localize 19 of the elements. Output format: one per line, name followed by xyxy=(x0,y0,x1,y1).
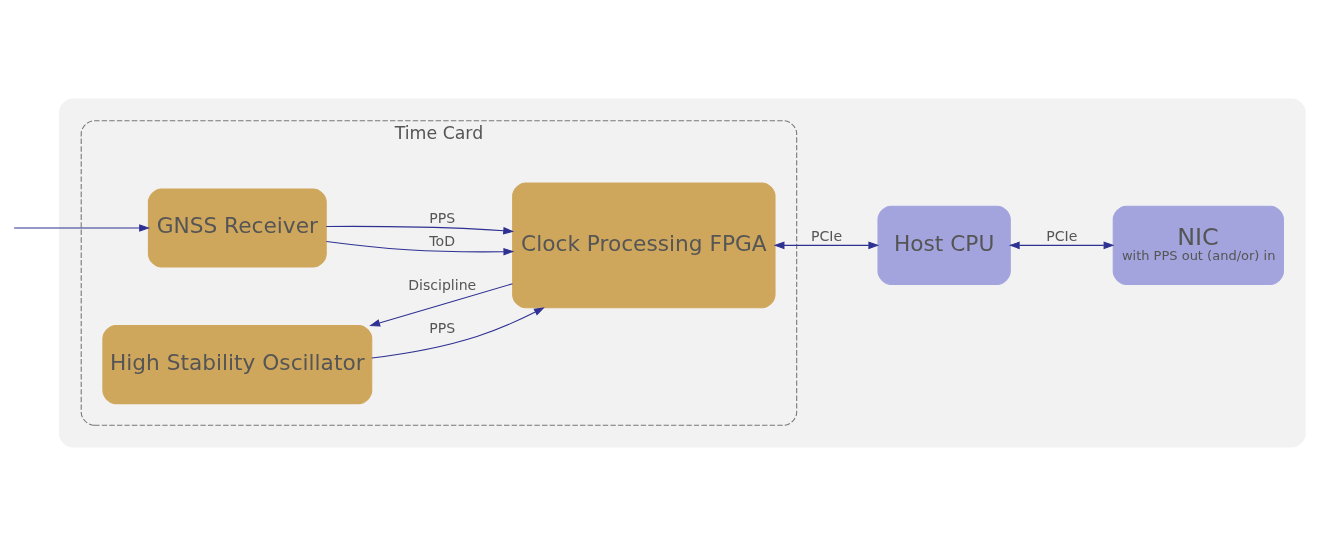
node-box: NIC with PPS out (and/or) in xyxy=(1112,205,1284,285)
node-box: GNSS Receiver xyxy=(147,187,327,268)
arrow xyxy=(325,240,515,255)
cluster xyxy=(59,97,1306,448)
edge-label: PCIe xyxy=(1046,227,1078,244)
edge-label: PCIe xyxy=(810,227,843,244)
edge-label: ToD xyxy=(429,232,456,249)
arrow xyxy=(369,282,513,327)
arrow xyxy=(1008,241,1115,249)
arrow xyxy=(773,241,880,249)
edge-label: Discipline xyxy=(408,276,477,293)
node-box: High Stability Oscillator xyxy=(102,324,373,404)
node-box: Host CPU xyxy=(877,205,1011,285)
arrow xyxy=(325,225,515,234)
edge-label: PPS xyxy=(429,209,456,226)
edge-label: PPS xyxy=(429,319,456,336)
arrow xyxy=(13,223,151,232)
arrow xyxy=(371,306,545,358)
node-box: Clock Processing FPGA xyxy=(512,182,776,308)
